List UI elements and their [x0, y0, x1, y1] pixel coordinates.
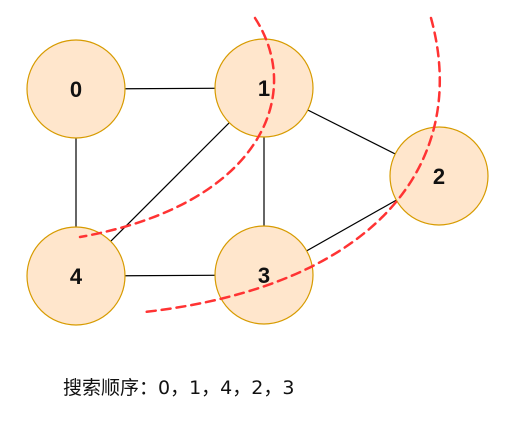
node-circle-0	[26, 39, 126, 139]
node-label-2: 2	[433, 164, 445, 189]
node-label-1: 1	[258, 76, 270, 101]
search-order-caption: 搜索顺序：0，1，4，2，3	[63, 377, 295, 399]
node-3: 3	[214, 225, 314, 325]
node-circle-3	[214, 225, 314, 325]
node-circle-2	[389, 126, 489, 226]
node-4: 4	[26, 226, 126, 326]
nodes-layer: 0 1 2 3 4	[26, 38, 489, 326]
node-label-0: 0	[70, 77, 82, 102]
search-arcs-layer	[78, 16, 441, 314]
node-2: 2	[389, 126, 489, 226]
search-arc-outer	[143, 16, 441, 314]
node-circle-1	[214, 38, 314, 138]
node-circle-4	[26, 226, 126, 326]
search-arc-inner	[78, 16, 276, 239]
node-label-4: 4	[70, 264, 83, 289]
node-1: 1	[214, 38, 314, 138]
node-0: 0	[26, 39, 126, 139]
node-label-3: 3	[258, 263, 270, 288]
